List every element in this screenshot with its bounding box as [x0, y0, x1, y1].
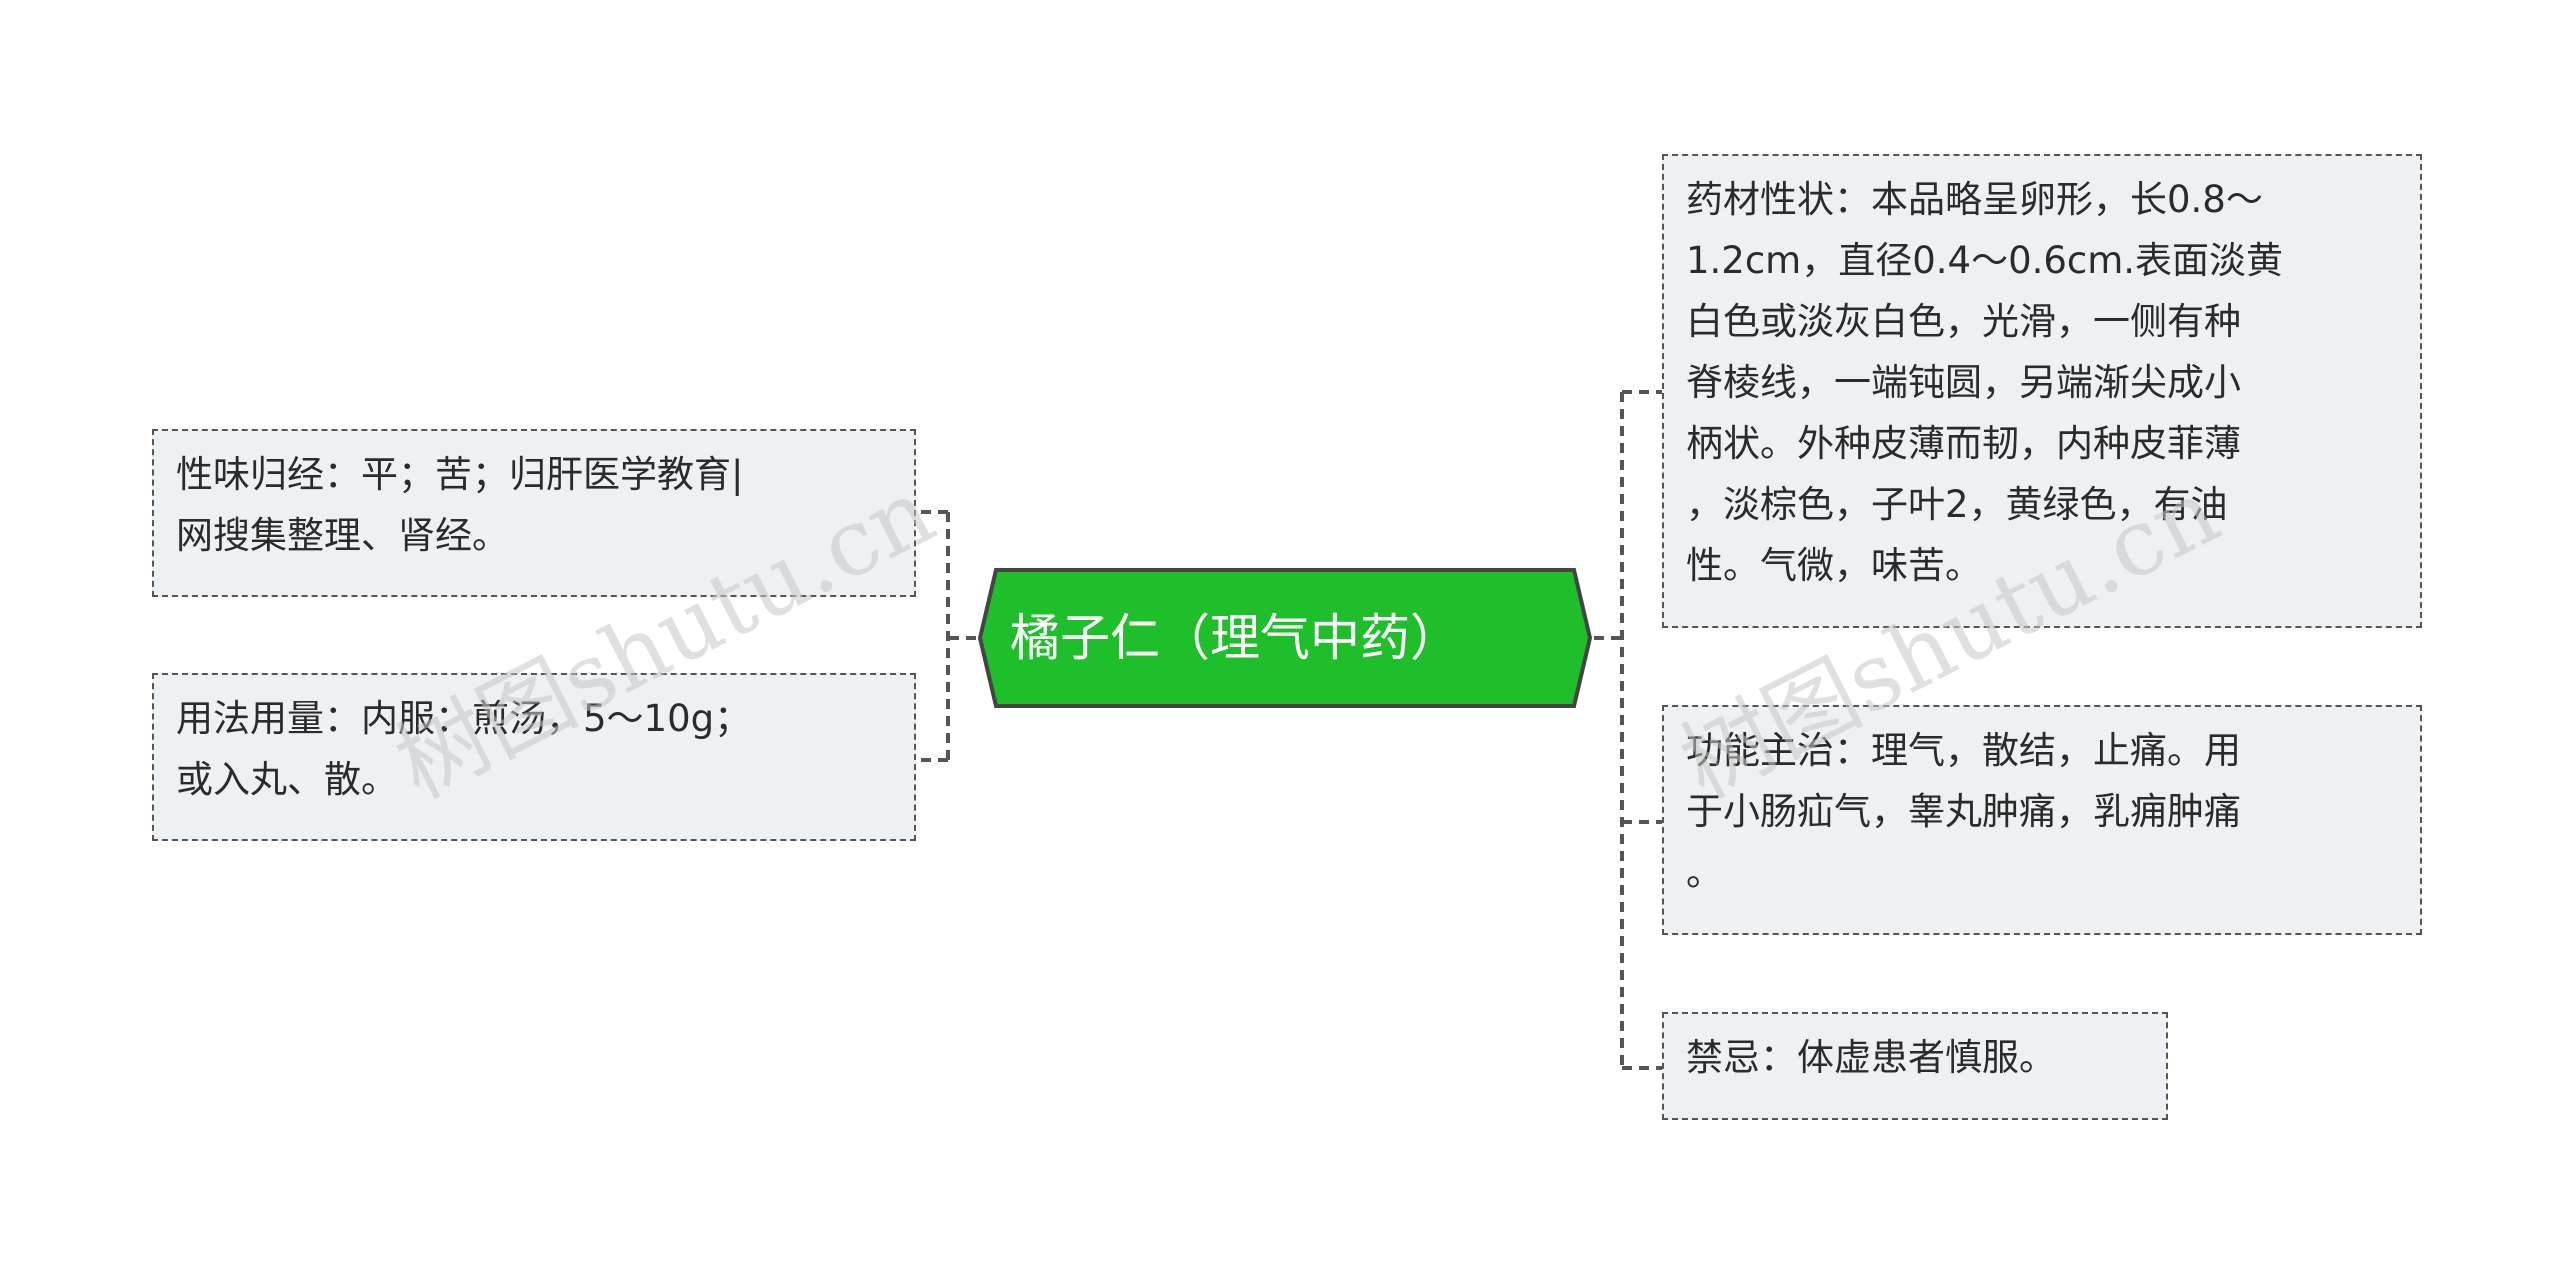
node-right-contraindication[interactable]: 禁忌：体虚患者慎服。 [1662, 1012, 2168, 1120]
connector-left-trunk [918, 510, 976, 762]
node-text-line: 脊棱线，一端钝圆，另端渐尖成小 [1686, 361, 2241, 404]
node-text-line: 功能主治：理气，散结，止痛。用 [1686, 729, 2241, 772]
node-text-line: 。 [1686, 851, 1723, 894]
node-text-line: 性。气微，味苦。 [1686, 544, 1982, 587]
node-right-description[interactable]: 药材性状：本品略呈卵形，长0.8～ 1.2cm，直径0.4～0.6cm.表面淡黄… [1662, 154, 2422, 628]
node-text-line: 性味归经：平；苦；归肝医学教育| [176, 453, 744, 496]
node-left-usage[interactable]: 用法用量：内服：煎汤，5～10g； 或入丸、散。 [152, 673, 916, 841]
node-right-function[interactable]: 功能主治：理气，散结，止痛。用 于小肠疝气，睾丸肿痛，乳痈肿痛 。 [1662, 705, 2422, 935]
node-text-line: 用法用量：内服：煎汤，5～10g； [176, 697, 752, 740]
root-node-label: 橘子仁（理气中药） [1010, 609, 1460, 667]
node-text-line: 网搜集整理、肾经。 [176, 514, 509, 557]
node-text-line: ，淡棕色，子叶2，黄绿色，有油 [1686, 483, 2228, 526]
root-node-shape [977, 568, 1593, 708]
connector-right-trunk [1594, 390, 1662, 1070]
node-text-line: 1.2cm，直径0.4～0.6cm.表面淡黄 [1686, 239, 2284, 282]
root-node[interactable]: 橘子仁（理气中药） [976, 566, 1594, 710]
node-text-line: 柄状。外种皮薄而韧，内种皮菲薄 [1686, 422, 2241, 465]
node-text-line: 于小肠疝气，睾丸肿痛，乳痈肿痛 [1686, 790, 2241, 833]
node-left-property[interactable]: 性味归经：平；苦；归肝医学教育| 网搜集整理、肾经。 [152, 429, 916, 597]
node-text-line: 禁忌：体虚患者慎服。 [1686, 1036, 2056, 1079]
node-text-line: 白色或淡灰白色，光滑，一侧有种 [1686, 300, 2241, 343]
node-text-line: 药材性状：本品略呈卵形，长0.8～ [1686, 178, 2263, 221]
node-text-line: 或入丸、散。 [176, 758, 398, 801]
